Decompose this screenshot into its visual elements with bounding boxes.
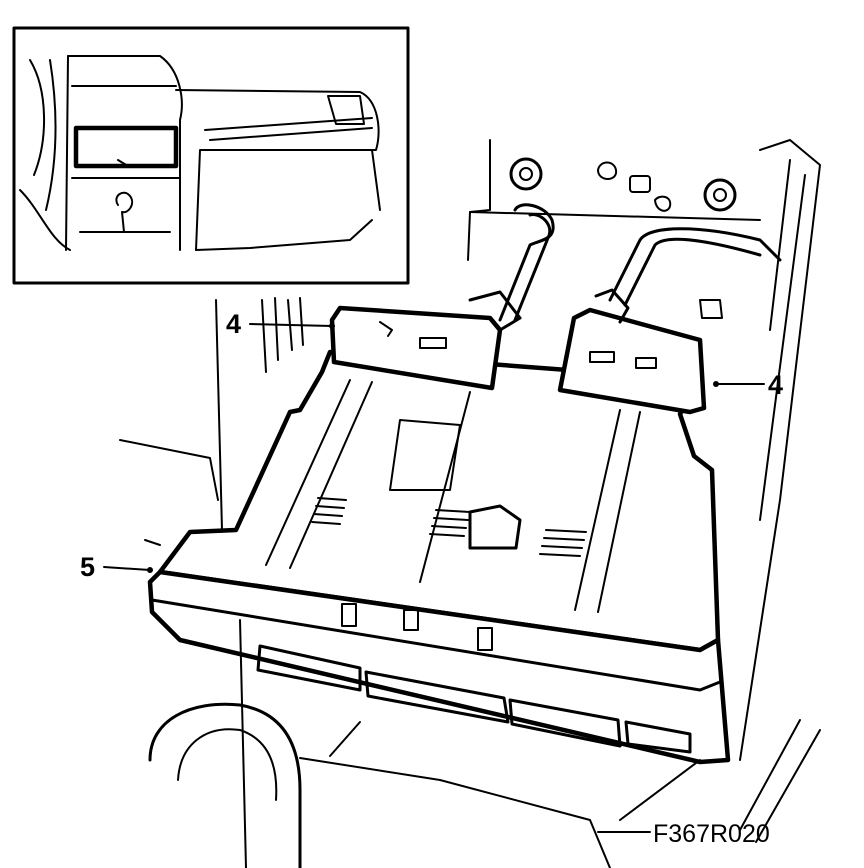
connector-left bbox=[329, 290, 522, 391]
mounting-bracket bbox=[467, 139, 821, 761]
connector-right bbox=[557, 288, 707, 415]
dashboard-inset bbox=[12, 26, 410, 285]
lower-surroundings bbox=[148, 619, 821, 868]
control-unit-tray bbox=[147, 349, 731, 765]
callout-4-right: 4 bbox=[768, 370, 784, 400]
vent-slots bbox=[311, 497, 587, 557]
callout-4-left: 4 bbox=[226, 309, 242, 339]
wiring-harness bbox=[498, 203, 782, 322]
callout-5: 5 bbox=[80, 552, 96, 582]
figure-code: F367R020 bbox=[653, 820, 770, 848]
leader-lines bbox=[103, 323, 765, 833]
